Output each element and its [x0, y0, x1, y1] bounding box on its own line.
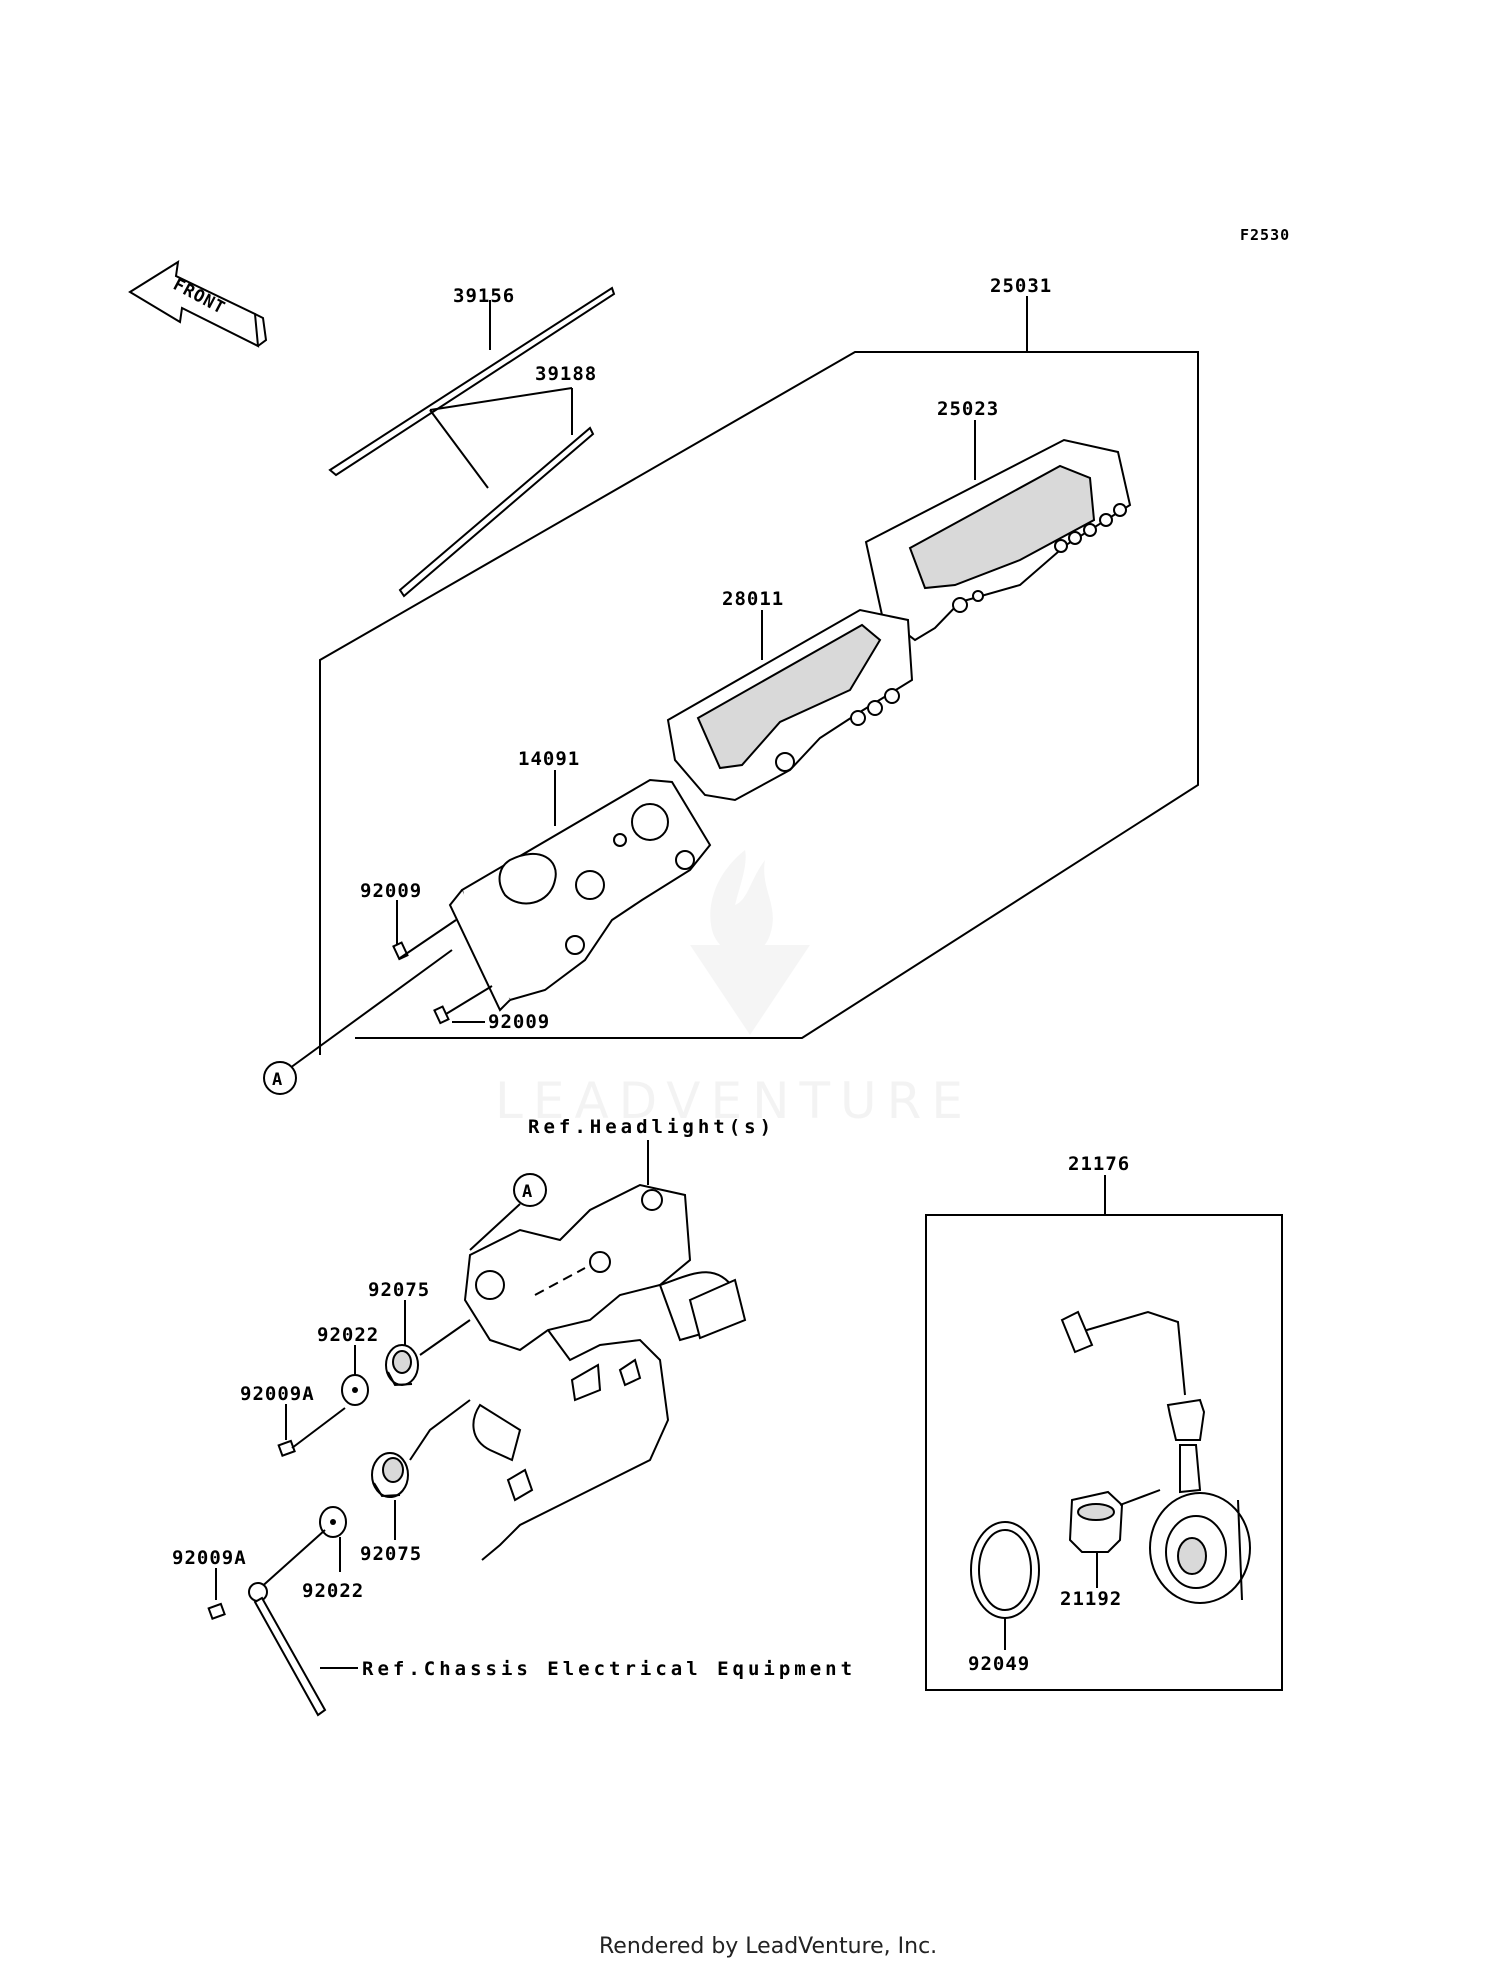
label-28011: 28011: [722, 588, 784, 610]
part-92075-grommet-bottom[interactable]: [371, 1452, 409, 1498]
label-92009-top: 92009: [360, 880, 422, 902]
ref-headlight: Ref.Headlight(s): [528, 1116, 775, 1138]
label-21176: 21176: [1068, 1153, 1130, 1175]
part-25023-cover[interactable]: [864, 438, 1132, 642]
label-21192: 21192: [1060, 1588, 1122, 1610]
label-92075-bottom: 92075: [360, 1543, 422, 1565]
callout-a-top: A: [263, 1061, 297, 1095]
ref-chassis-electrical: Ref.Chassis Electrical Equipment: [362, 1658, 856, 1680]
ground-cable[interactable]: [248, 1529, 327, 1717]
diagram-code: F2530: [1240, 226, 1290, 244]
svg-text:A: A: [522, 1182, 533, 1202]
part-92022-washer-bottom[interactable]: [319, 1506, 347, 1538]
label-92022-bottom: 92022: [302, 1580, 364, 1602]
label-92009A-top: 92009A: [240, 1383, 315, 1405]
part-39188-panel[interactable]: [398, 426, 595, 598]
part-21192-gear[interactable]: [1068, 1490, 1124, 1553]
footer-credit: Rendered by LeadVenture, Inc.: [599, 1934, 937, 1959]
label-25031: 25031: [990, 275, 1052, 297]
label-14091: 14091: [518, 748, 580, 770]
label-92009-bottom: 92009: [488, 1011, 550, 1033]
label-92009A-bottom: 92009A: [172, 1547, 247, 1569]
callout-a-bottom: A: [513, 1173, 547, 1207]
assembly-21176-box: [925, 1214, 1283, 1691]
part-92009A-screw-bottom[interactable]: [207, 1602, 226, 1620]
headlight-bracket[interactable]: [463, 1183, 747, 1561]
watermark-logo: LEADVENTURE: [495, 850, 973, 1130]
part-92049-seal[interactable]: [970, 1521, 1040, 1619]
part-21176-sensor[interactable]: [1060, 1310, 1251, 1604]
part-92009-screw-top[interactable]: [392, 919, 457, 961]
part-92009-screw-bottom[interactable]: [433, 985, 493, 1025]
part-92075-grommet-top[interactable]: [385, 1344, 419, 1387]
part-92022-washer-top[interactable]: [341, 1374, 369, 1406]
assembly-25031-outline: [319, 351, 1199, 1055]
svg-text:A: A: [272, 1070, 283, 1090]
part-28011-lcd-unit[interactable]: [666, 608, 914, 802]
label-92049: 92049: [968, 1653, 1030, 1675]
label-39156: 39156: [453, 285, 515, 307]
watermark-text: LEADVENTURE: [495, 1072, 973, 1130]
part-14091-lower-case[interactable]: [448, 778, 712, 1012]
label-25023: 25023: [937, 398, 999, 420]
label-92075-top: 92075: [368, 1279, 430, 1301]
label-92022-top: 92022: [317, 1324, 379, 1346]
front-arrow-icon: FRONT: [128, 260, 268, 348]
part-92009A-screw-top[interactable]: [277, 1407, 346, 1457]
part-39156-panel[interactable]: [328, 286, 616, 477]
label-39188: 39188: [535, 363, 597, 385]
